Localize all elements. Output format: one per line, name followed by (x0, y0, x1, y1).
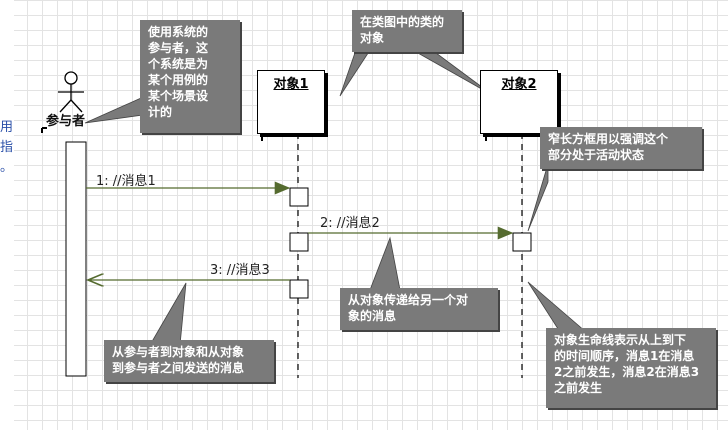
actor-activation-bar (65, 141, 87, 377)
actor-note-line-3: 个系统是为 (148, 57, 209, 71)
object1-activation-3 (289, 279, 309, 299)
message-3-label: 3: //消息3 (210, 263, 270, 278)
strip-char-1: 用 (0, 120, 14, 135)
activation-note: 窄长方框用以强调这个 部分处于活动状态 (540, 127, 702, 169)
object1-box: 对象1 (257, 70, 325, 134)
activation-note-pointer (527, 163, 549, 232)
message-2-label: 2: //消息2 (320, 216, 380, 231)
object1-activation-1 (289, 187, 309, 207)
class-note-line-1: 在类图中的类的 (360, 15, 445, 29)
actor-note-line-4: 某个用例的 (148, 73, 209, 87)
actor-object-note-line-2: 到参与者之间发送的消息 (112, 361, 245, 375)
pass-note-line-2: 象的消息 (348, 309, 397, 323)
actor-note: 使用系统的 参与者，这 个系统是为 某个用例的 某个场景设 计的 (140, 20, 240, 133)
lifeline-note-line-4: 之前发生 (554, 381, 603, 395)
object2-box: 对象2 (480, 70, 558, 134)
strip-char-3: 。 (0, 160, 14, 175)
class-note: 在类图中的类的 对象 (352, 10, 462, 52)
lifeline-note-line-3: 2之前发生，消息2在消息3 (554, 365, 700, 379)
object1-activation-2 (289, 232, 309, 252)
object1-label: 对象1 (273, 77, 309, 92)
pass-note: 从对象传递给另一个对 象的消息 (340, 288, 498, 330)
object1-corner-mark (261, 135, 267, 141)
left-strip: 用 指 。 (0, 0, 14, 430)
object2-corner-mark (485, 135, 491, 141)
object2-label: 对象2 (501, 77, 537, 92)
actor-label: 参与者 (46, 114, 86, 129)
pass-note-line-1: 从对象传递给另一个对 (348, 293, 469, 307)
actor-object-note-pointer (149, 282, 187, 346)
lifeline-note-line-1: 对象生命线表示从上到下 (554, 333, 687, 347)
actor-note-line-2: 参与者，这 (148, 41, 209, 55)
class-note-line-2: 对象 (360, 31, 385, 45)
actor-note-line-1: 使用系统的 (148, 25, 209, 39)
actor-object-note-line-1: 从参与者到对象和从对象 (112, 345, 245, 359)
actor-note-line-5: 某个场景设 (148, 89, 209, 103)
object2-activation (512, 232, 532, 252)
actor-object-note: 从参与者到对象和从对象 到参与者之间发送的消息 (104, 340, 274, 382)
actor-note-line-6: 计的 (148, 105, 173, 119)
activation-note-line-2: 部分处于活动状态 (548, 148, 645, 162)
message-1-label: 1: //消息1 (96, 174, 156, 189)
actor-icon (58, 71, 84, 113)
lifeline-note: 对象生命线表示从上到下 的时间顺序，消息1在消息 2之前发生，消息2在消息3 之… (546, 328, 716, 408)
lifeline-note-line-2: 的时间顺序，消息1在消息 (554, 349, 695, 363)
lifeline-note-pointer (527, 281, 588, 333)
activation-note-line-1: 窄长方框用以强调这个 (548, 132, 669, 146)
pass-note-pointer (369, 236, 401, 291)
strip-char-2: 指 (0, 140, 14, 155)
actor-corner-mark (41, 127, 47, 133)
